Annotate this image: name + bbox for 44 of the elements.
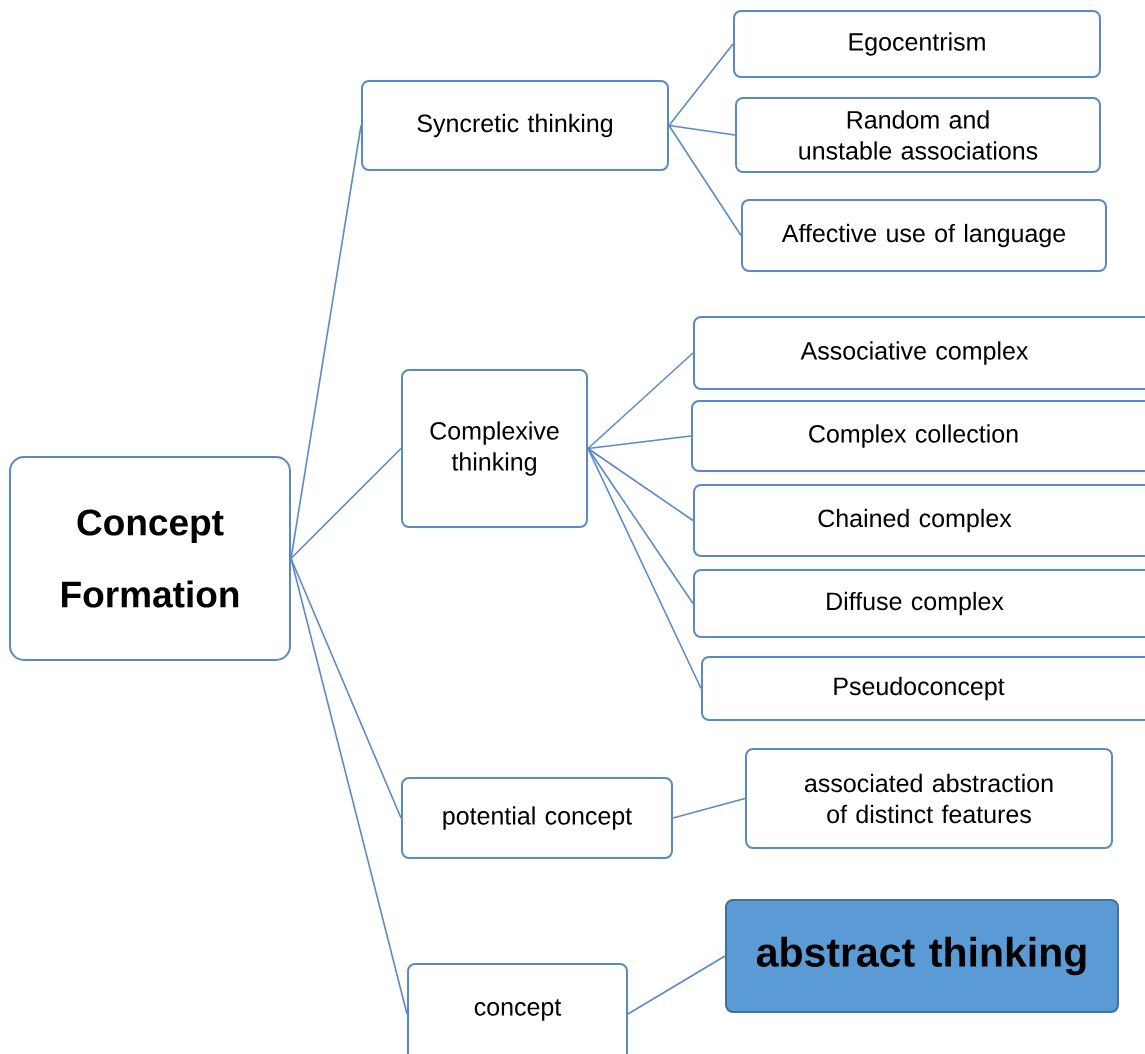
box-text: Affective use of language (781, 223, 1066, 248)
box-text: Random and unstable associations (799, 110, 1038, 160)
connector-line (290, 124, 362, 560)
category-box (407, 963, 628, 1054)
connector-line (587, 447, 694, 522)
root-box (9, 456, 291, 661)
feature-box (691, 400, 1145, 472)
feature-box (693, 569, 1145, 638)
box-text: Syncretic thinking (417, 113, 612, 138)
box-text: Associative complex (800, 341, 1029, 365)
box-text: Concept Formation (62, 509, 239, 608)
box-text: potential concept (443, 806, 632, 830)
connector-line (672, 797, 746, 819)
feature-box (693, 484, 1145, 557)
box-text: Egocentrism (849, 32, 985, 56)
connector-line (668, 124, 742, 237)
connector-line (587, 447, 694, 605)
connector-line (587, 352, 694, 450)
box-text: Complex collection (809, 424, 1018, 448)
box-text: Diffuse complex (827, 591, 1004, 616)
feature-box (735, 97, 1101, 173)
feature-box (693, 316, 1145, 390)
connector-line (290, 557, 408, 1015)
category-box (401, 777, 673, 859)
connector-line (290, 447, 402, 560)
category-box (361, 80, 669, 171)
box-text: abstract thinking (756, 936, 1086, 976)
box-text: associated abstraction of distinct features (805, 773, 1053, 824)
box-text: concept (474, 999, 562, 1021)
box-text: Pseudoconcept (834, 676, 1005, 701)
connector-line (587, 435, 692, 450)
connector-line (290, 557, 402, 819)
connector-line (668, 43, 734, 127)
box-text: Chained complex (818, 508, 1012, 533)
connector-line (627, 955, 726, 1015)
feature-box (745, 748, 1113, 849)
feature-box (733, 10, 1101, 78)
connector-line (668, 124, 736, 136)
connector-line (587, 447, 702, 690)
feature-box (701, 656, 1145, 721)
box-text: Complexive thinking (430, 421, 559, 476)
category-box (401, 369, 588, 528)
feature-box (741, 199, 1107, 272)
highlight-box (725, 899, 1119, 1013)
